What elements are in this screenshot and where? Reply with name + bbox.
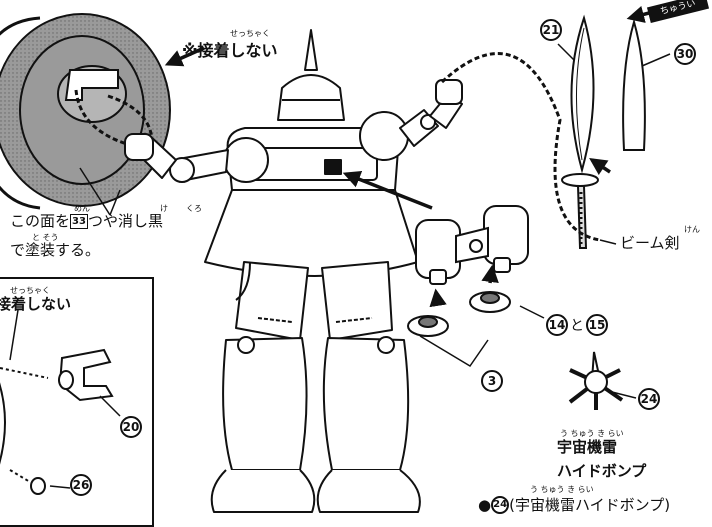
- furigana-ke: け: [160, 204, 168, 213]
- leader-lines: [9, 43, 671, 489]
- furigana-ken: けん: [684, 225, 700, 234]
- furigana-tosou: と そう: [32, 233, 59, 242]
- part-number-14: 14: [546, 314, 568, 336]
- furigana-inset-secchaku: せっちゃく: [10, 286, 50, 295]
- backpack-part: [415, 205, 529, 285]
- part-number-24: 24: [638, 388, 660, 410]
- furigana-kuro: くろ: [186, 204, 202, 213]
- paint-instruction-line2: で塗装する。: [10, 241, 101, 259]
- part-number-15: 15: [586, 314, 608, 336]
- part-number-3: 3: [481, 370, 503, 392]
- shield-part: [0, 13, 171, 210]
- beam-saber-parts: [561, 14, 646, 249]
- inset-no-glue-label: 接着しない: [0, 295, 72, 313]
- furigana-secchaku: せっちゃく: [230, 29, 270, 38]
- part-14-and-15: 14 と 15: [546, 314, 608, 336]
- no-glue-callout: ※接着しない: [182, 41, 278, 60]
- robot-body: [124, 29, 463, 513]
- thruster-parts: [407, 291, 511, 337]
- paint-text-a: この面を: [10, 212, 71, 230]
- part-number-21: 21: [540, 19, 562, 41]
- inset-parts: [0, 348, 114, 495]
- footer-mine-text: (宇宙機雷ハイドボンプ): [509, 495, 671, 514]
- paint-text-b: つや消し黒: [87, 212, 163, 230]
- furigana-mine-footer: う ちゅう き らい: [530, 485, 594, 494]
- footer-part-number-24: 24: [491, 496, 510, 514]
- footer-bullet: ●: [478, 495, 492, 514]
- paint-color-code: 33: [70, 214, 88, 229]
- mine-footer: ● 24 (宇宙機雷ハイドボンプ): [478, 496, 670, 514]
- detail-inset-box: [0, 277, 154, 527]
- beam-saber-label: ビーム剣: [620, 234, 680, 252]
- and-label: と: [570, 318, 584, 334]
- saber-cable: [440, 52, 601, 242]
- part-number-26: 26: [70, 474, 92, 496]
- mine-name-line2: ハイドボンプ: [557, 462, 647, 480]
- part-number-20: 20: [120, 416, 142, 438]
- space-mine-part: [568, 351, 624, 410]
- furigana-men: めん: [74, 204, 90, 213]
- mine-name-line1: 宇宙機雷: [557, 438, 618, 456]
- part-number-30: 30: [674, 43, 696, 65]
- furigana-mine-name: う ちゅう き らい: [560, 429, 624, 438]
